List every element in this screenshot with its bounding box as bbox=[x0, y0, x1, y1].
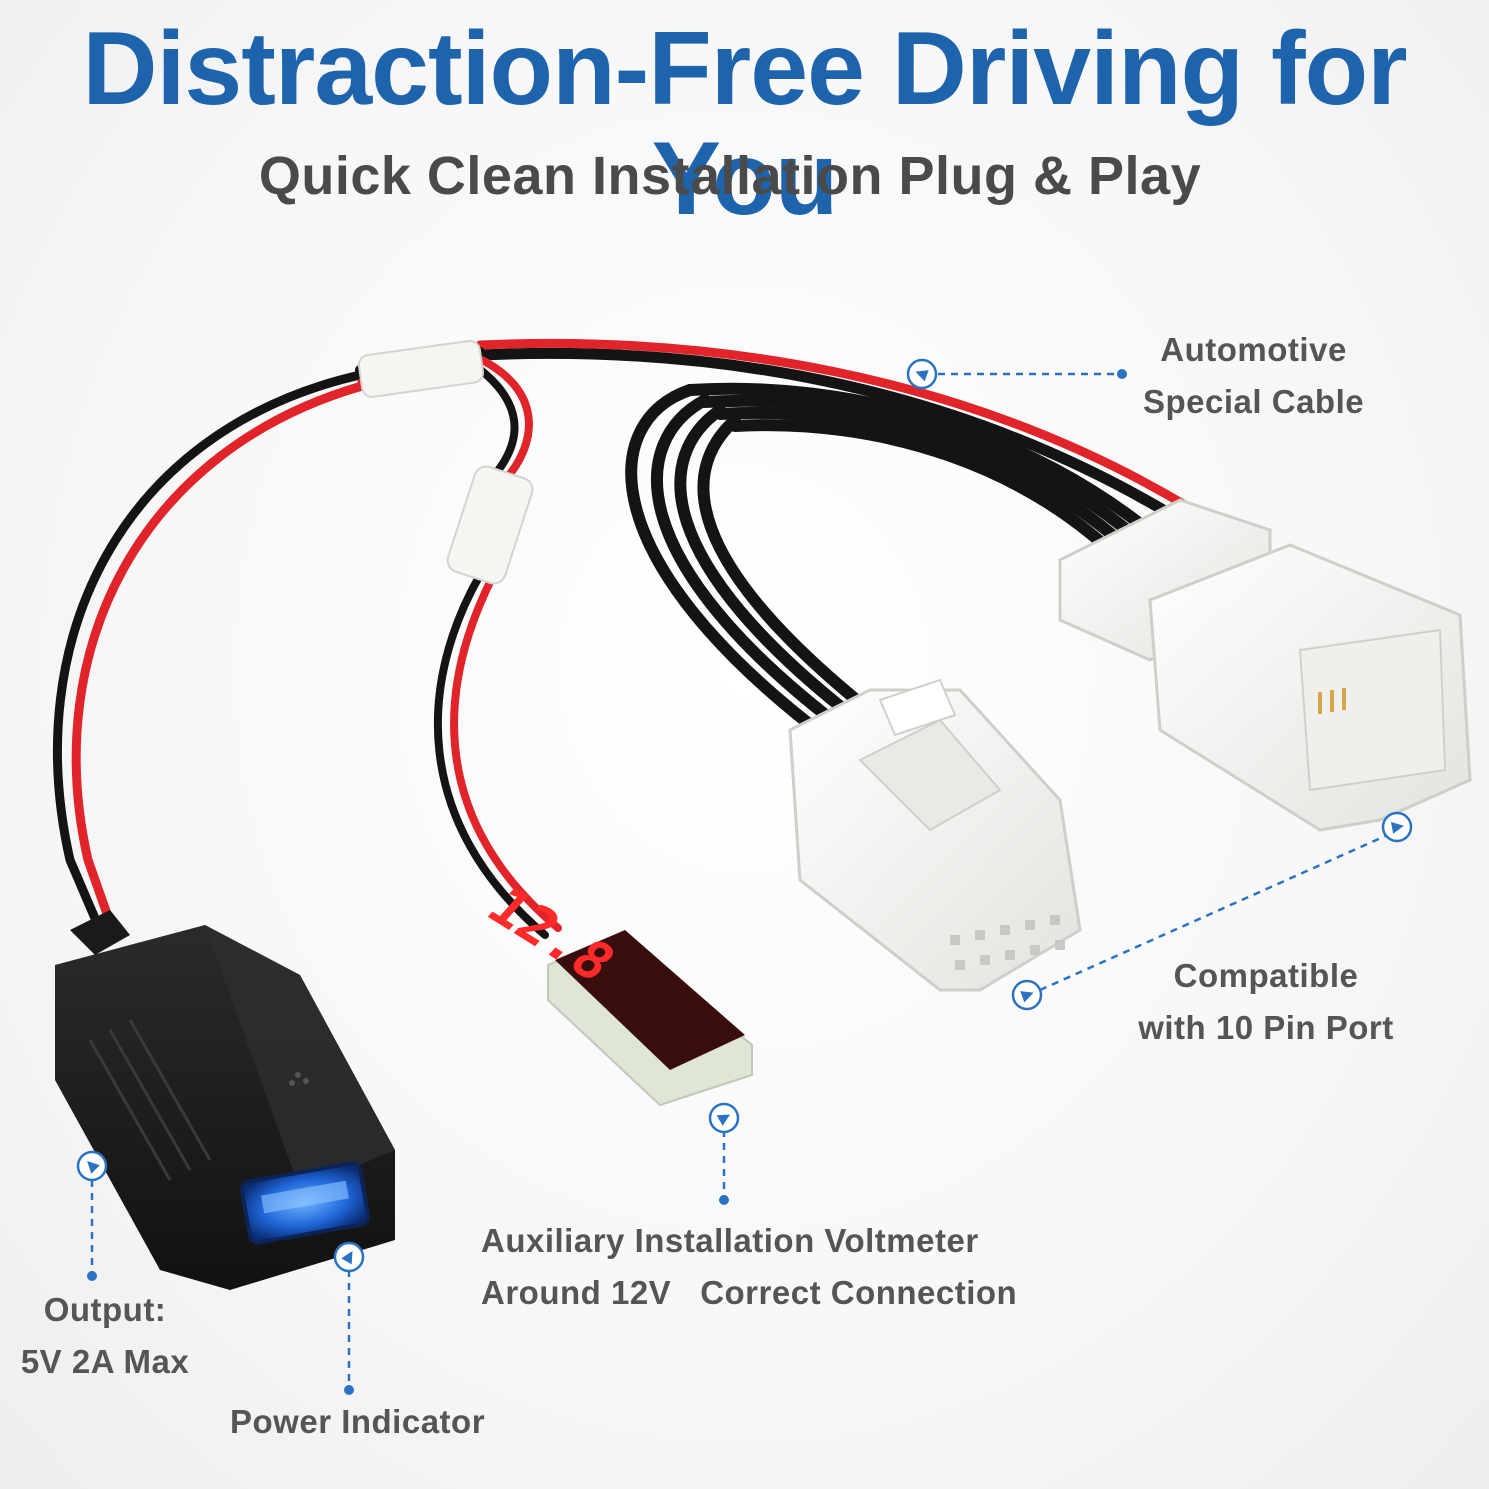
callout-line: Around 12V Correct Connection bbox=[481, 1274, 1018, 1311]
voltmeter-lead bbox=[433, 356, 562, 939]
callout-line: Output: bbox=[43, 1291, 167, 1328]
usb-power-lead bbox=[53, 347, 485, 935]
callout-compatible-port: Compatible with 10 Pin Port bbox=[1130, 950, 1402, 1054]
headline: Distraction-Free Driving for You bbox=[82, 11, 1407, 237]
callout-line: 5V 2A Max bbox=[20, 1343, 190, 1380]
wire-bundle bbox=[474, 338, 1195, 746]
ten-pin-connector bbox=[788, 678, 1082, 992]
callout-line: Auxiliary Installation Voltmeter bbox=[481, 1222, 979, 1259]
large-connector bbox=[1058, 498, 1472, 832]
callout-voltmeter: Auxiliary Installation Voltmeter Around … bbox=[481, 1215, 1017, 1319]
callout-line: with 10 Pin Port bbox=[1138, 1009, 1394, 1046]
led-voltmeter-icon: 12.8 bbox=[475, 876, 753, 1107]
wire-sleeves bbox=[357, 339, 534, 585]
callout-marker-icon bbox=[76, 358, 1413, 1395]
callout-line: Special Cable bbox=[1143, 383, 1365, 420]
callout-power-indicator: Power Indicator bbox=[230, 1403, 486, 1440]
usb-charger-box bbox=[55, 910, 395, 1290]
callout-leaders bbox=[90, 372, 1393, 1388]
callout-line: Automotive bbox=[1160, 331, 1347, 368]
callout-line: Compatible bbox=[1173, 957, 1359, 994]
callout-output: Output: 5V 2A Max bbox=[14, 1284, 196, 1388]
callout-automotive-cable: Automotive Special Cable bbox=[1143, 324, 1364, 428]
subheadline: Quick Clean Installation Plug & Play bbox=[258, 146, 1202, 206]
